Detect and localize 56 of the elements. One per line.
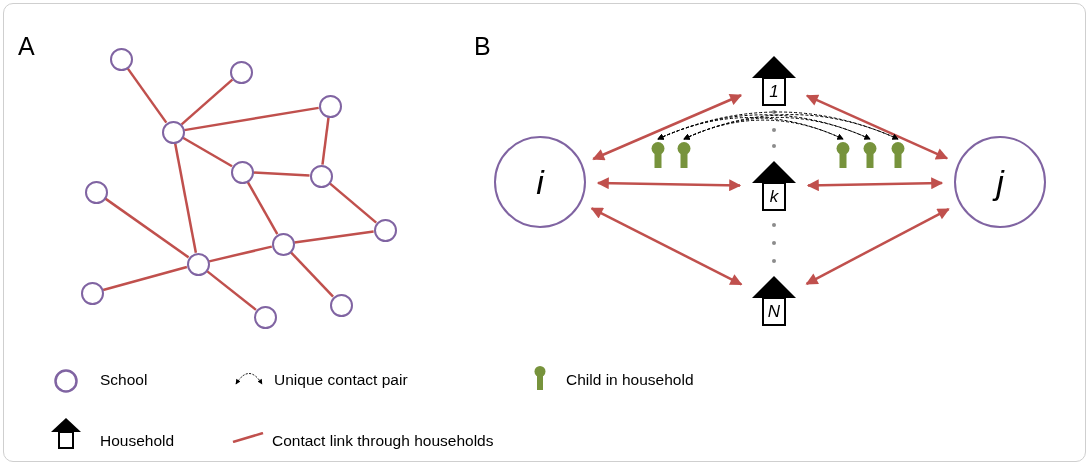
legend-label: Child in household — [566, 372, 694, 388]
school-circle — [954, 136, 1046, 228]
legend-label: School — [100, 372, 148, 388]
panel-label: A — [18, 34, 35, 59]
household-house — [752, 56, 796, 106]
contact-link — [208, 245, 273, 263]
child-icon — [863, 142, 877, 168]
household-number: 1 — [769, 83, 779, 100]
legend-label: Unique contact pair — [274, 372, 408, 388]
double-arrow — [590, 207, 743, 286]
school-circle — [186, 252, 210, 276]
double-arrow — [592, 94, 743, 161]
legend-label: Contact link through households — [272, 433, 494, 449]
child-icon — [891, 142, 905, 168]
school-circle — [253, 305, 277, 329]
school-circle — [494, 136, 586, 228]
school-circle — [271, 232, 295, 256]
contact-pair-arrow — [683, 114, 899, 140]
child-icon — [836, 142, 850, 168]
contact-link — [180, 78, 234, 126]
child-icon — [677, 142, 691, 168]
contact-link — [182, 136, 233, 168]
school-label: i — [536, 165, 544, 199]
household-number: N — [767, 303, 781, 320]
contact-link — [329, 182, 377, 224]
contact-link — [104, 197, 190, 259]
legend-label: Household — [100, 433, 175, 449]
contact-link — [321, 117, 330, 165]
contact-link — [294, 230, 374, 244]
double-arrow — [805, 207, 950, 285]
household-number: k — [769, 188, 779, 205]
school-circle — [109, 47, 133, 71]
school-circle — [329, 293, 353, 317]
contact-link — [173, 143, 198, 253]
school-circle — [229, 60, 253, 84]
school-circle — [80, 281, 104, 305]
child-icon — [651, 142, 665, 168]
household-house — [752, 161, 796, 211]
contact-link — [246, 181, 279, 235]
household-house — [752, 276, 796, 326]
contact-link — [253, 171, 310, 177]
school-circle — [373, 218, 397, 242]
panel-label: B — [474, 34, 491, 59]
double-arrow — [805, 94, 949, 160]
contact-link — [102, 265, 188, 292]
contact-link — [290, 251, 334, 298]
contact-link — [206, 270, 257, 311]
contact-link — [184, 106, 319, 132]
school-circle — [309, 164, 333, 188]
school-circle — [84, 180, 108, 204]
school-circle — [318, 94, 342, 118]
school-circle — [161, 120, 185, 144]
double-arrow — [806, 177, 944, 192]
school-circle — [230, 160, 254, 184]
contact-link — [126, 67, 168, 124]
double-arrow — [596, 177, 742, 192]
